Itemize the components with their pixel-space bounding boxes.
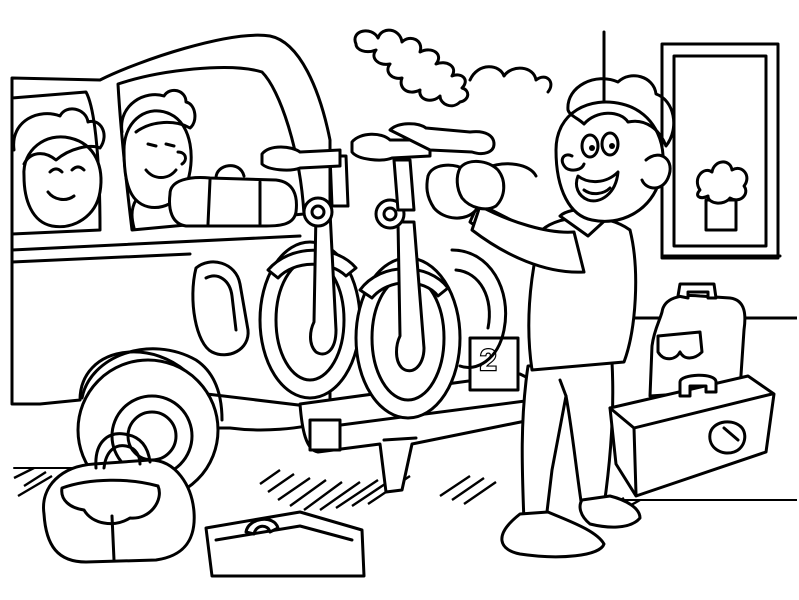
man-hand-right [455,160,506,211]
man-ear [640,153,672,190]
bicycles [258,122,538,420]
ground-luggage [42,282,776,578]
girl-head [22,135,103,229]
bike2-mudguard [358,267,450,300]
bike1-fork [309,210,338,356]
car-luggage [168,164,298,228]
suitcase-right-handle [678,373,718,398]
girl-passenger [12,107,106,229]
house-window-pane [672,54,768,248]
car-wheel-arch [80,347,224,422]
bike2-fork [395,220,426,373]
rack-plate [468,336,520,392]
duffel-bag-in-car [168,176,298,228]
man-nose [560,153,586,172]
flower-blossom [695,160,749,205]
backpack-handle [676,282,718,300]
bike-rack: 2 [298,336,562,494]
background [13,28,799,518]
suitcase-right [608,374,776,498]
bike1-headlight [302,196,334,228]
backpack-pocket [656,330,704,361]
duffel-bag-handle [214,164,246,180]
tree-foliage [353,28,470,108]
car-tail-light [191,260,250,357]
man-left-shoe [500,510,606,559]
bike1-mudguard [266,248,358,280]
boy-hair [120,88,197,134]
duffel-bag-flap [60,478,161,526]
car-beltline [10,234,302,252]
suitcase-right-sticker [708,420,747,455]
man-right-shoe [578,494,642,529]
man-arm-front [470,204,586,274]
duffel-bag-ground-handle [94,432,152,470]
man-hair [566,74,676,148]
bike1-handlebar [260,145,342,172]
tree-foliage-right [468,65,553,94]
duffel-bag-ground [42,458,196,564]
bike3-wheel [450,248,508,369]
suitcase-bottom-handle [244,517,280,536]
suitcase-bottom [204,510,366,578]
girl-hair [12,107,106,166]
man-mouth [574,170,620,203]
rack-mount [308,418,342,452]
bike3-handlebar [388,122,496,156]
